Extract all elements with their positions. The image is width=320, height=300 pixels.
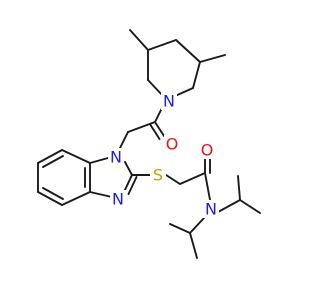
benzimidazole-n3-label: N (112, 190, 124, 209)
molecule-structure-diagram: N O N N S O N (37, 29, 261, 259)
benzimidazole-n1-label: N (110, 148, 122, 167)
piperidine-nitrogen-label: N (163, 92, 175, 111)
atom-labels: N O N N S O N (108, 92, 219, 219)
carbonyl-oxygen-label-2: O (201, 141, 214, 160)
thioether-sulfur-label: S (153, 166, 163, 185)
bond-lines (37, 29, 261, 259)
carbonyl-oxygen-label-1: O (166, 135, 179, 154)
amide-nitrogen-label: N (205, 200, 217, 219)
